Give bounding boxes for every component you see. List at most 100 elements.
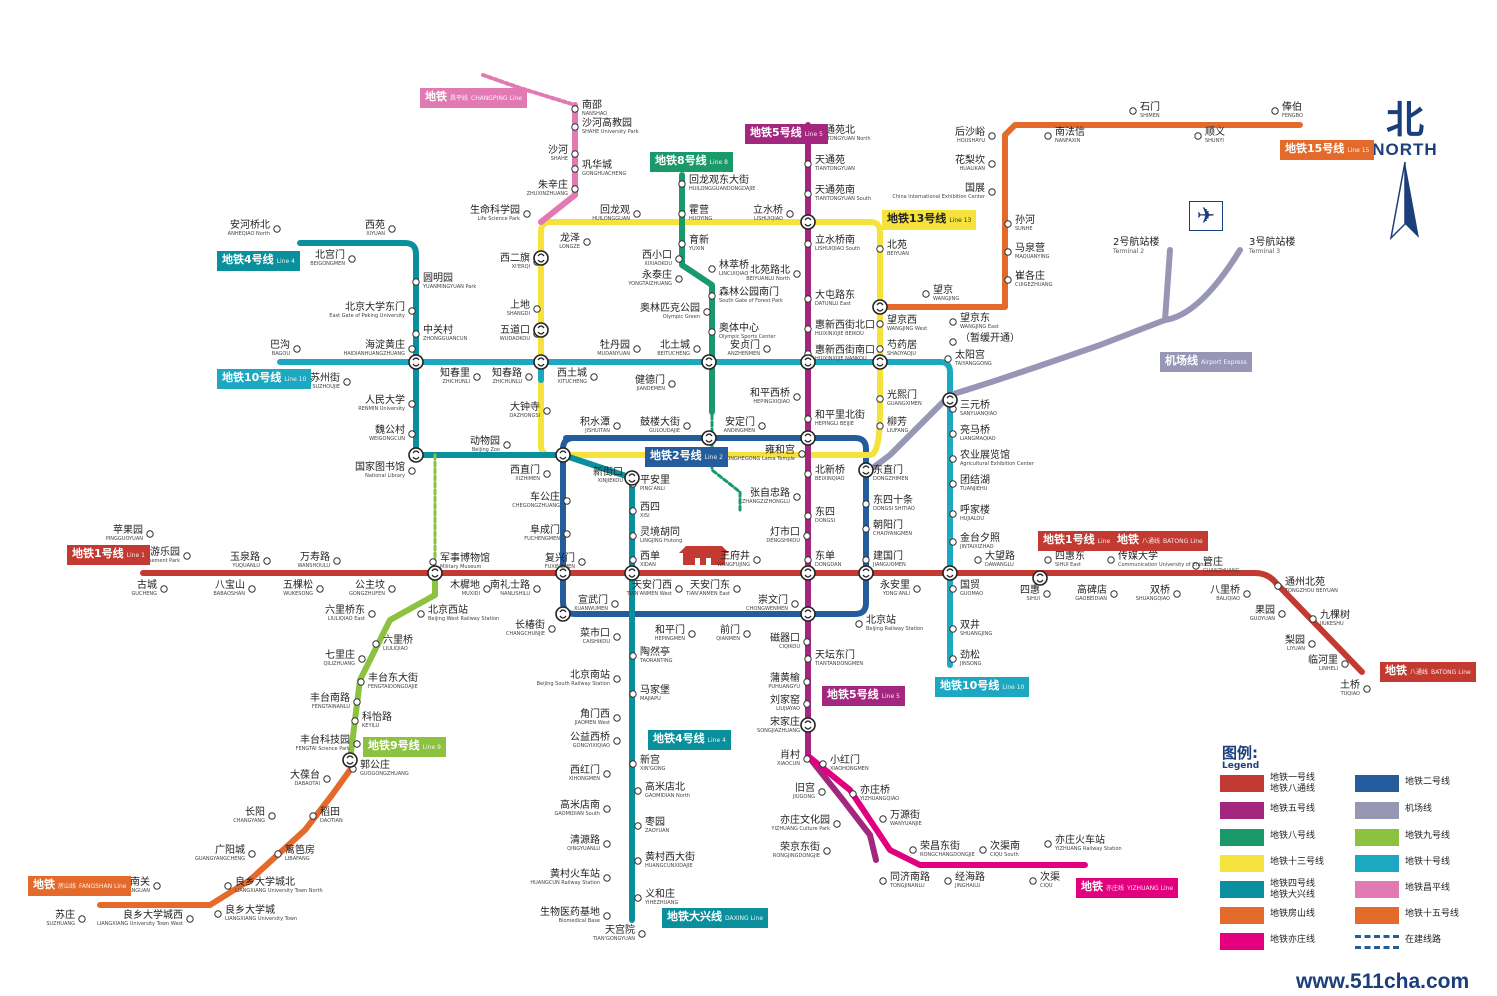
station-dot	[988, 188, 996, 196]
station-dot	[949, 455, 957, 463]
station-dot	[590, 373, 598, 381]
station-name-cn: 稻田	[320, 806, 340, 818]
station-dot	[876, 320, 884, 328]
line-badge-cn: 地铁5号线	[750, 126, 802, 139]
station-dot	[274, 850, 282, 858]
station-dot	[613, 675, 621, 683]
interchange-icon	[555, 606, 571, 622]
station-name-cn: 丰台科技园	[300, 733, 350, 746]
station-name-cn: 圆明园	[423, 272, 453, 284]
station-name-en: TUQIAO	[1340, 691, 1360, 697]
station-dot	[483, 585, 491, 593]
station-name-cn: 宋家庄	[770, 715, 800, 728]
station-name-en: SUZHUANG	[46, 921, 75, 927]
station-name-en: Military Museum	[440, 564, 481, 570]
station-name-en: HUIXINXIJIE NANKOU	[815, 356, 867, 362]
station-dot	[525, 373, 533, 381]
station-name-cn: 八里桥	[1210, 584, 1240, 596]
station-name-cn: 北苑	[887, 238, 907, 251]
station-name-en: ZHICHUNLI	[442, 379, 470, 385]
station-dot	[1274, 582, 1282, 590]
station-dot	[804, 190, 812, 198]
station-name-en: LIANGXIANG University Town West	[97, 921, 183, 927]
interchange-icon	[942, 565, 958, 581]
station-name-cn: 黄村西大街	[645, 850, 695, 863]
station-dot	[675, 255, 683, 263]
station-name-en: RONGJINGDONGJIE	[773, 853, 820, 859]
station-name-en: JINGHAILU	[954, 883, 981, 889]
legend-label: 地铁九号线	[1405, 831, 1451, 841]
station-name-cn: 安河桥北	[230, 218, 270, 231]
station-name-cn: 公主坟	[355, 578, 385, 591]
station-name-cn: 动物园	[470, 434, 500, 447]
station-name-cn: 花梨坎	[955, 153, 985, 166]
line-badge-cn: 地铁10号线	[940, 679, 1000, 692]
station-name-cn: 和平西桥	[750, 387, 790, 399]
station-name-en: GUANGXIMEN	[887, 401, 922, 407]
station-name-en: YIZHUANG Railway Station	[1054, 846, 1122, 852]
station-dot	[668, 380, 676, 388]
station-dot	[533, 585, 541, 593]
station-name-cn: 生命科学园	[470, 203, 520, 216]
station-name-cn: 建国门	[873, 549, 903, 562]
station-name-cn: 长椿街	[515, 618, 545, 631]
station-name-cn: 北宫门	[315, 248, 345, 261]
station-dot	[629, 507, 637, 515]
station-name-en: WANGJING East	[960, 324, 999, 330]
station-name-cn: 灵境胡同	[640, 525, 680, 538]
station-name-en: HUALIKAN	[960, 166, 986, 172]
station-name-cn: 健德门	[635, 373, 665, 386]
station-name-cn: 科怡路	[362, 710, 392, 723]
station-dot	[629, 690, 637, 698]
station-dot	[543, 470, 551, 478]
station-dot	[1044, 132, 1052, 140]
legend-swatch	[1355, 802, 1399, 819]
station-name-cn: 王府井	[720, 549, 750, 562]
station-name-cn: 张自忠路	[750, 486, 790, 499]
station-name-en: XIDAN	[640, 562, 656, 568]
station-name-en: XUANWUMEN	[574, 606, 608, 612]
interchange-arrow-icon	[1036, 573, 1044, 583]
station-name-cn: 玉泉路	[230, 550, 260, 563]
station-dot	[793, 493, 801, 501]
legend-swatch	[1355, 907, 1399, 924]
line-badge-en: Line 10	[284, 376, 307, 383]
station-dot	[1194, 132, 1202, 140]
station-name-cn: 六里桥	[383, 634, 413, 646]
line-badge-cn: 地铁13号线	[887, 212, 947, 225]
station-name-en: TIANTONGYUAN	[814, 166, 855, 172]
station-name-cn: 五棵松	[283, 578, 313, 591]
line-badge-en: BATONG Line	[1163, 538, 1203, 545]
station-dot	[876, 422, 884, 430]
legend-swatch	[1355, 935, 1399, 949]
station-name-cn: 回龙观	[600, 203, 630, 216]
station-dot	[603, 912, 611, 920]
station-dot	[708, 265, 716, 273]
station-name-en: TIANTANDONGMEN	[814, 661, 863, 667]
station-name-en: FENGTAINANLU	[312, 704, 350, 710]
legend-swatch	[1355, 855, 1399, 872]
station-name-en: Beijing Railway Station	[866, 626, 923, 632]
station-dot	[1044, 840, 1052, 848]
station-name-en: GUCHENG	[131, 591, 157, 597]
terminal-2-cn: 2号航站楼	[1113, 237, 1160, 248]
station-name-en: FENGTAI Science Park	[296, 746, 351, 752]
station-dot	[1129, 107, 1137, 115]
compass-cn: 北	[1385, 98, 1424, 142]
interchange-icon	[800, 606, 816, 622]
station-name-cn: 双井	[960, 618, 980, 631]
station-dot	[1363, 685, 1371, 693]
north-arrow-icon	[1389, 161, 1419, 241]
station-name-en: TONGJINANLU	[889, 883, 925, 889]
interchange-arrow-icon	[705, 357, 713, 367]
station-dot	[263, 557, 271, 565]
station-dot	[357, 678, 365, 686]
station-name-en: NANSHAO	[582, 111, 607, 117]
station-name-cn: 国贸	[960, 579, 980, 591]
station-name-en: PUHUANGYU	[768, 684, 800, 690]
station-name-cn: 临河里	[1308, 653, 1338, 666]
station-name-en: LIBAFANG	[285, 856, 310, 862]
